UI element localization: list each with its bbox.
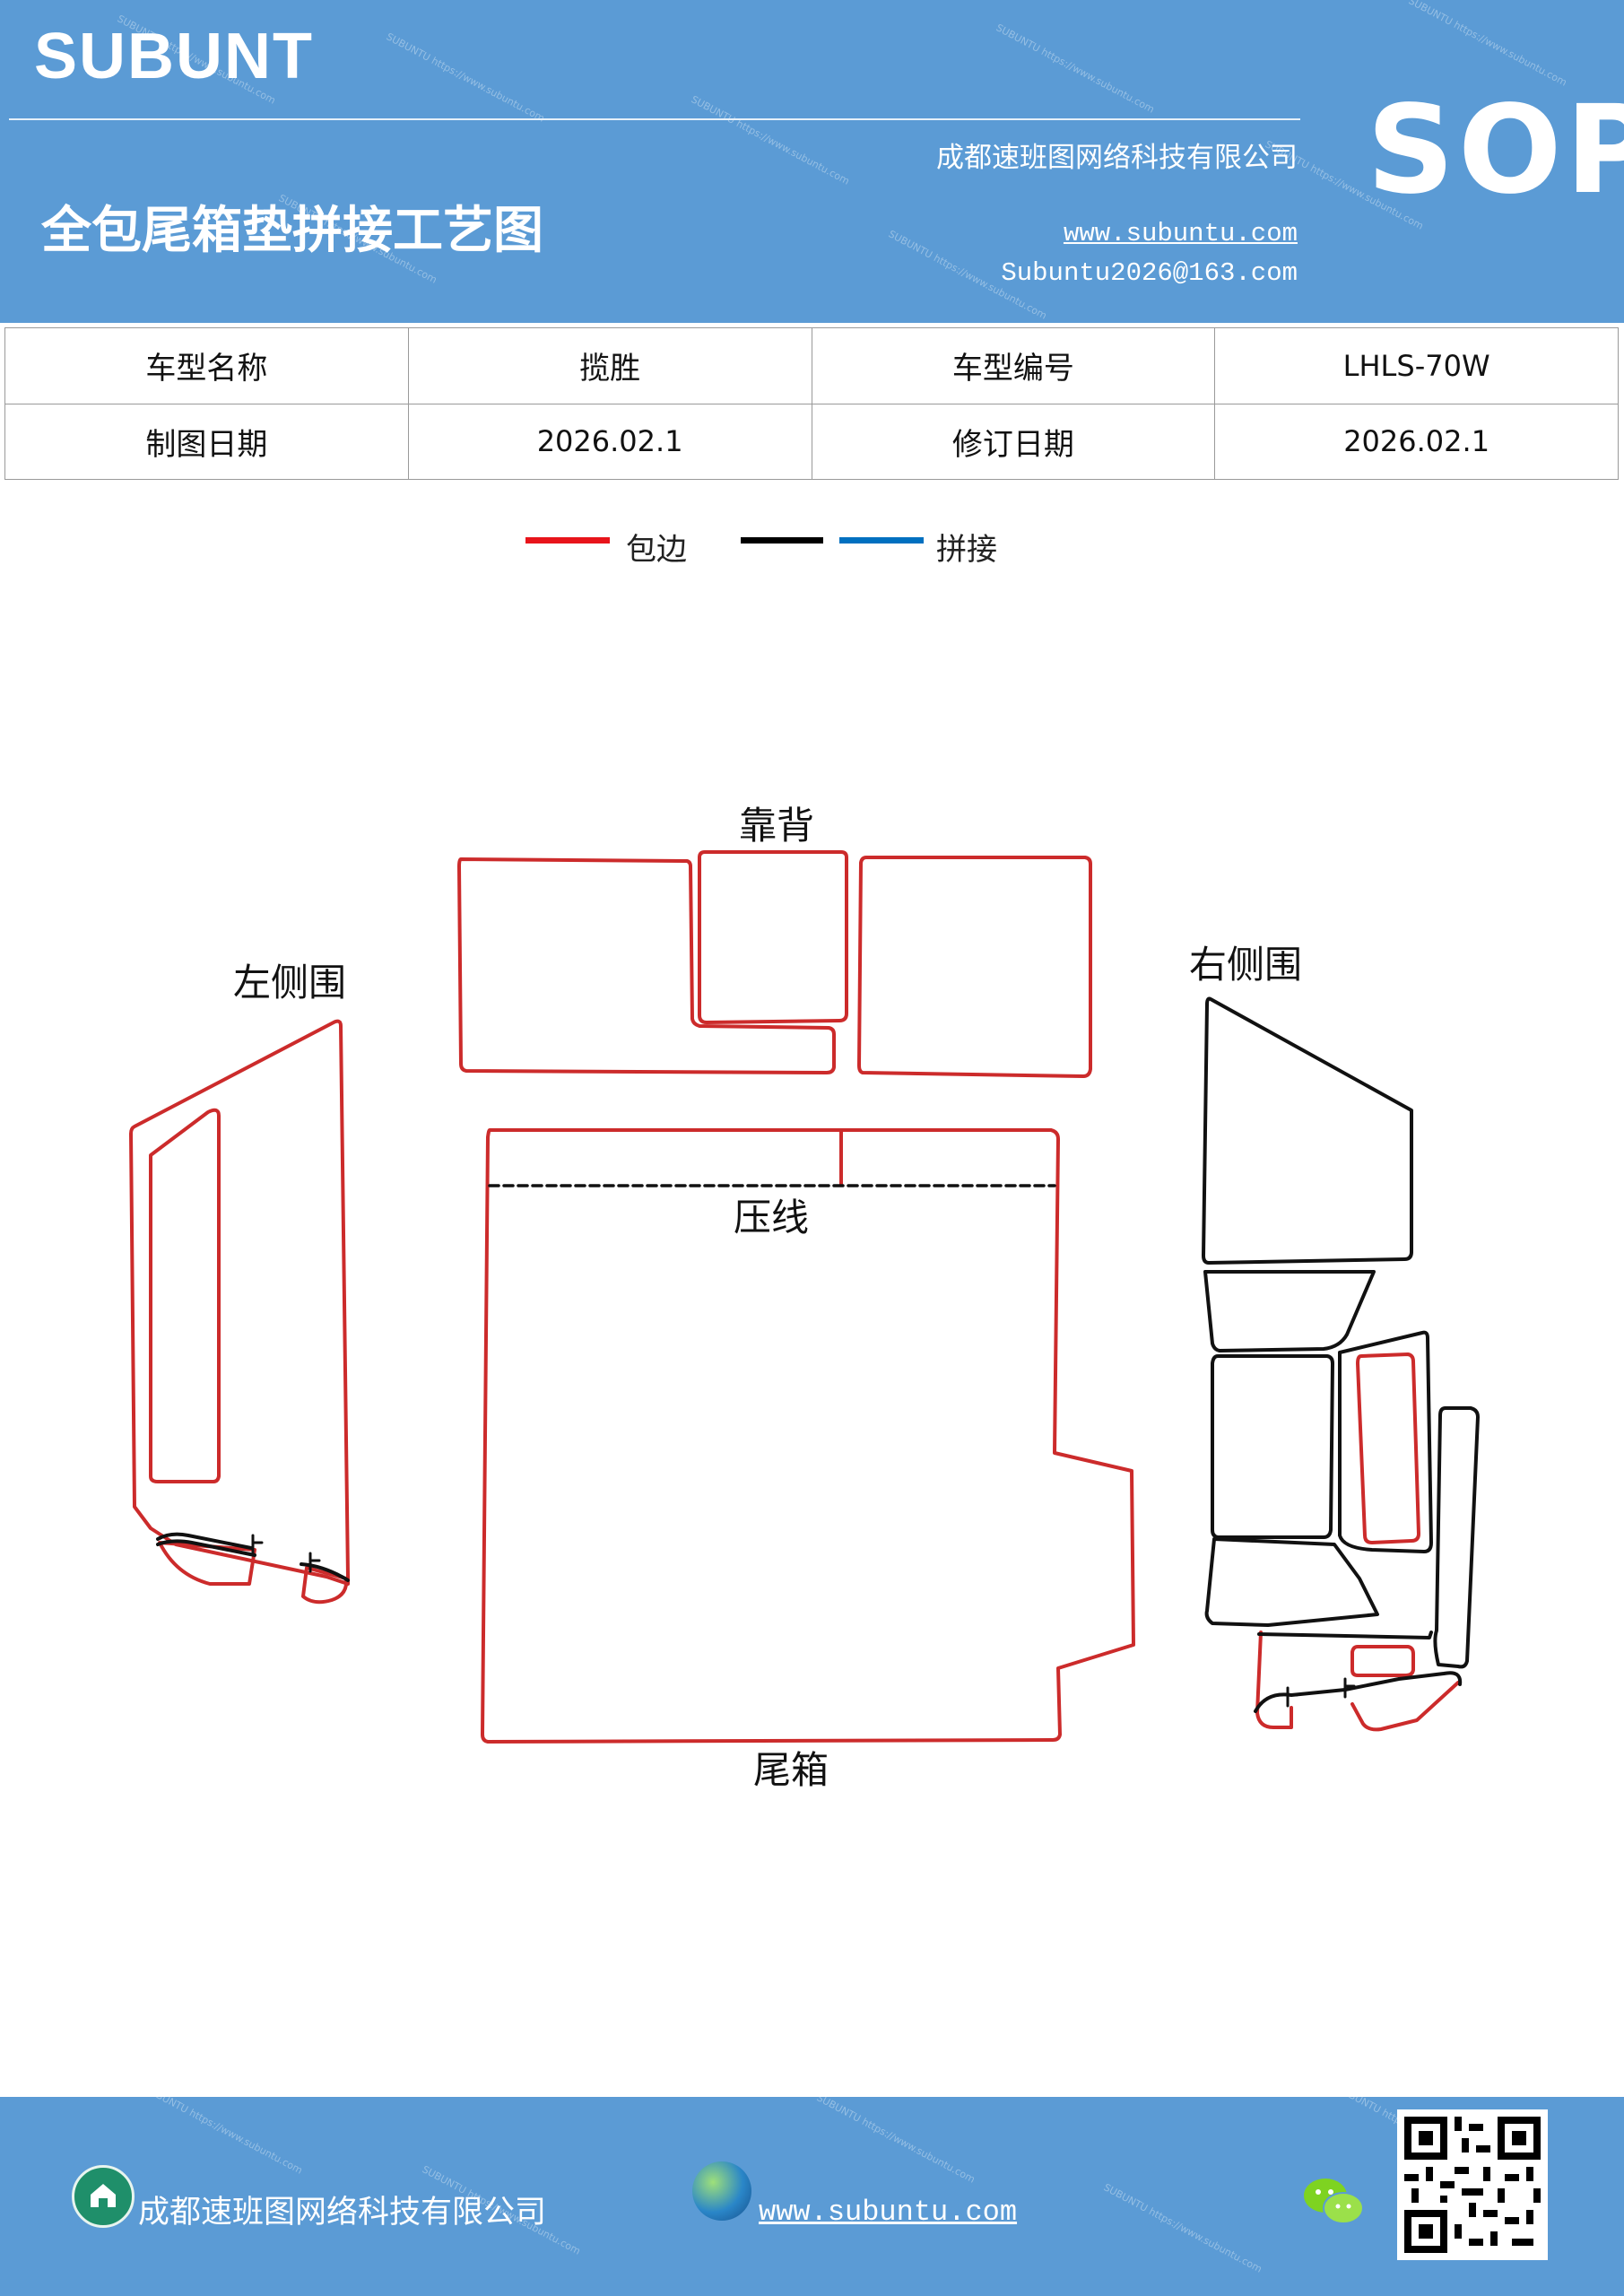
backrest-right-panel [857,856,1092,1078]
right-side-upper-panel [1202,996,1413,1265]
left-side-window [149,1108,221,1483]
left-side-seam-1 [156,1532,253,1550]
backrest-left-panel [457,857,836,1074]
right-side-foot-1 [1255,1631,1293,1729]
backrest-center-panel [698,850,848,1024]
label-draw-date: 制图日期 [4,403,409,480]
left-side-seam-2 [156,1539,256,1557]
left-side-outer-panel [129,1019,350,1586]
footer-website-link[interactable]: www.subuntu.com [759,2196,1018,2229]
left-side-seam-3 [300,1562,350,1582]
stop-mark-left-2 [308,1552,321,1573]
label-revision-date: 修订日期 [811,403,1216,480]
watermark: SUBUNTU https://www.subuntu.com [142,2097,305,2177]
globe-icon [692,2161,751,2221]
page-title: 全包尾箱垫拼接工艺图 [41,201,543,260]
label-backrest: 靠背 [739,804,814,848]
brand-name: SUBUNT [34,21,314,92]
legend-label-seam: 拼接 [936,532,997,568]
stop-mark-right-2 [1343,1677,1356,1699]
website-link[interactable]: www.subuntu.com [1063,219,1298,248]
right-side-small-pad [1350,1645,1415,1677]
qr-code [1397,2109,1548,2260]
label-press-line: 压线 [734,1196,809,1239]
stop-mark-left-1 [251,1534,264,1555]
label-left-side: 左侧围 [233,961,346,1004]
right-side-lower-seam [1257,1631,1433,1639]
watermark: SUBUNTU https://www.subuntu.com [1101,2181,1264,2275]
footer-banner: SUBUNTU https://www.subuntu.com SUBUNTU … [0,2097,1624,2296]
value-model-name: 揽胜 [407,327,812,404]
legend-swatch-black [741,537,823,544]
right-side-window [1356,1352,1420,1544]
label-right-side: 右侧围 [1189,943,1302,987]
right-side-foot-2 [1350,1681,1460,1732]
value-revision-date: 2026.02.1 [1214,403,1619,480]
right-side-foot-seam [1254,1671,1463,1713]
right-side-panel-d [1433,1406,1480,1669]
watermark: SUBUNTU https://www.subuntu.com [814,2097,977,2186]
left-side-foot-2 [301,1566,349,1605]
trunk-floor-panel [481,1128,1135,1744]
header-divider [9,118,1300,120]
table-row: 车型名称 揽胜 车型编号 LHLS-70W [4,327,1619,404]
legend: 包边 拼接 [0,525,1624,570]
sop-badge: SOP [1367,80,1624,222]
label-model-code: 车型编号 [811,327,1216,404]
legend-swatch-edge [525,537,610,544]
footer-company-name: 成都速班图网络科技有限公司 [138,2195,547,2231]
label-trunk: 尾箱 [753,1748,829,1792]
right-side-panel-c [1338,1330,1433,1553]
wechat-icon[interactable] [1302,2174,1365,2230]
right-side-panel-e [1204,1537,1379,1627]
legend-swatch-seam [839,537,924,544]
legend-label-edge: 包边 [626,532,687,568]
header-banner: SUBUNTU https://www.subuntu.com SUBUNTU … [0,0,1624,323]
stop-mark-right-1 [1286,1686,1298,1708]
company-name: 成都速班图网络科技有限公司 [936,142,1298,174]
left-side-foot-1 [158,1541,256,1586]
value-model-code: LHLS-70W [1214,327,1619,404]
value-draw-date: 2026.02.1 [407,403,812,480]
building-icon [72,2165,135,2228]
right-side-panel-b [1211,1354,1334,1539]
label-model-name: 车型名称 [4,327,409,404]
email-address[interactable]: Subuntu2026@163.com [1001,258,1298,288]
vehicle-info-table: 车型名称 揽胜 车型编号 LHLS-70W 制图日期 2026.02.1 修订日… [4,327,1619,480]
right-side-panel-a [1203,1270,1376,1352]
table-row: 制图日期 2026.02.1 修订日期 2026.02.1 [4,403,1619,480]
